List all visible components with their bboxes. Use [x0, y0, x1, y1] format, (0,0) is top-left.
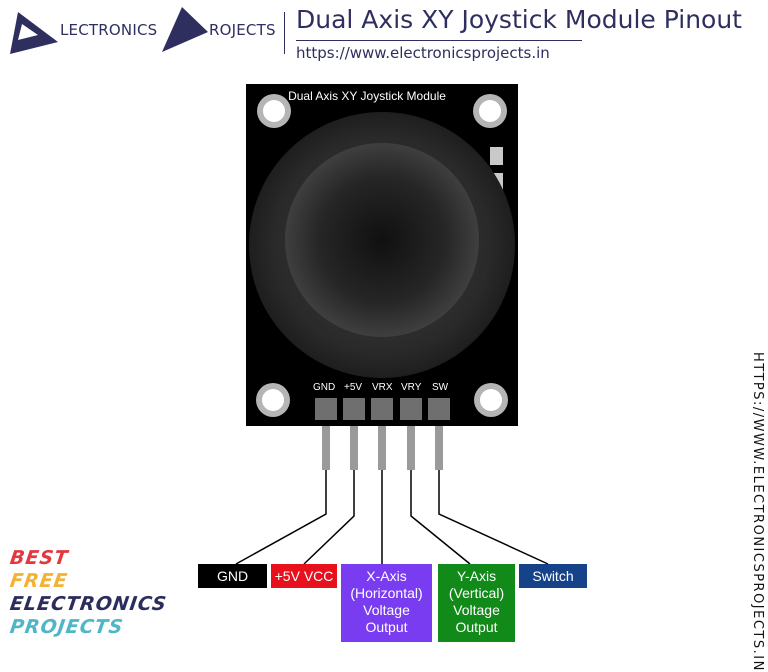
pin-label-5v: +5V	[344, 382, 363, 393]
badge-line-free: FREE	[8, 570, 70, 592]
title-underline	[296, 40, 582, 41]
callout-x-line4: Output	[365, 619, 408, 635]
callout-vcc-text: +5V VCC	[274, 567, 334, 584]
pin-vcc-leg	[350, 418, 358, 470]
mounting-holes	[256, 94, 508, 417]
logo-word-projects: ROJECTS	[209, 21, 276, 39]
pin-vrx-leg	[378, 418, 386, 470]
badge-line-projects: PROJECTS	[8, 616, 125, 638]
wire-gnd	[235, 470, 327, 565]
callout-x-line3: Voltage	[363, 602, 410, 618]
badge-line-electronics: ELECTRONICS	[8, 593, 169, 615]
electronics-logo-icon	[10, 12, 58, 54]
callout-y-line4: Output	[455, 619, 498, 635]
board-label: Dual Axis XY Joystick Module	[288, 89, 446, 103]
callout-x-line1: X-Axis	[366, 568, 407, 584]
callout-x-axis: X-Axis (Horizontal) Voltage Output	[341, 564, 432, 642]
header-pins	[322, 418, 443, 470]
callout-switch-text: Switch	[532, 567, 574, 584]
projects-logo-icon	[162, 7, 208, 52]
pin-vry-leg	[407, 418, 415, 470]
best-free-badge: BEST FREE ELECTRONICS PROJECTS	[8, 547, 169, 639]
header-divider	[284, 12, 285, 54]
site-url[interactable]: https://www.electronicsprojects.in	[296, 44, 550, 62]
logo-word-electronics: LECTRONICS	[60, 21, 158, 39]
callout-y-axis: Y-Axis (Vertical) Voltage Output	[438, 564, 515, 642]
wire-vry	[410, 470, 471, 565]
pin-header-blocks	[315, 398, 450, 420]
pin-label-vry: VRY	[401, 382, 422, 393]
pin-sw-leg	[435, 418, 443, 470]
joystick-knob	[285, 143, 479, 337]
callout-gnd-text: GND	[216, 567, 249, 584]
pin-label-gnd: GND	[313, 382, 336, 393]
callout-x-line2: (Horizontal)	[350, 585, 423, 601]
callout-vcc: +5V VCC	[271, 564, 337, 588]
page-title: Dual Axis XY Joystick Module Pinout	[296, 5, 742, 34]
joystick-module-diagram	[235, 84, 549, 565]
pin-gnd-leg	[322, 418, 330, 470]
callout-y-line1: Y-Axis	[456, 568, 497, 584]
callout-switch: Switch	[519, 564, 587, 588]
callout-gnd: GND	[198, 564, 267, 588]
pin-label-sw: SW	[432, 382, 449, 393]
wire-vcc	[303, 470, 355, 565]
badge-line-best: BEST	[8, 547, 70, 569]
smd-component-1	[490, 147, 503, 165]
callout-y-line3: Voltage	[453, 602, 500, 618]
connection-wires	[235, 470, 549, 565]
callout-y-line2: (Vertical)	[448, 585, 505, 601]
pin-label-vrx: VRX	[372, 382, 393, 393]
wire-sw	[438, 470, 549, 565]
